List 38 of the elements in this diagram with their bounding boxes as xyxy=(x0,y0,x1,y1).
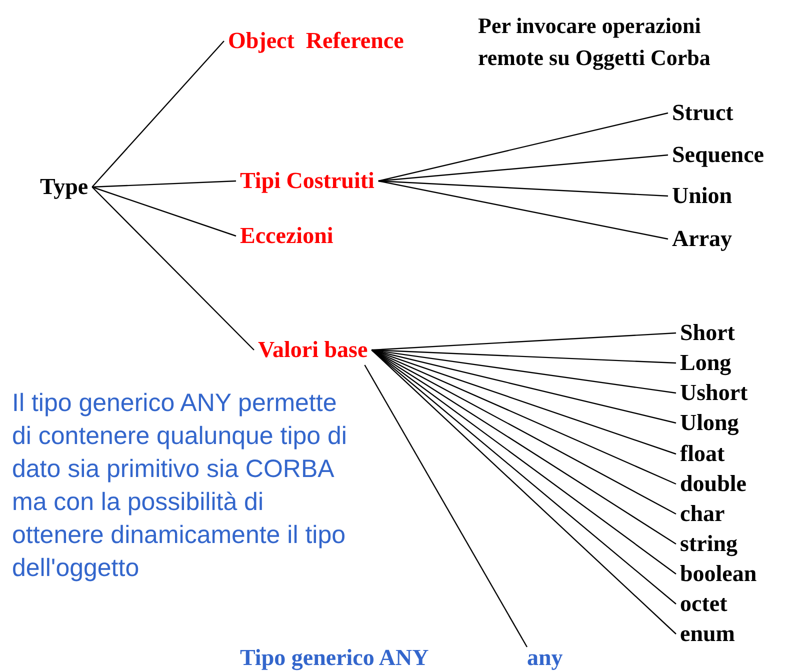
note-text: Per invocare operazioni remote su Oggetti Corba xyxy=(478,12,712,72)
caption-text: Tipo generico ANY xyxy=(240,645,430,671)
type-label: octet xyxy=(680,591,728,617)
type-label: float xyxy=(680,441,725,467)
connector-line xyxy=(372,349,676,364)
type-label: char xyxy=(680,501,725,527)
connector-line xyxy=(92,186,236,237)
connector-line xyxy=(372,332,676,351)
category-label: Tipi Costruiti xyxy=(240,168,374,194)
connector-line xyxy=(378,154,668,182)
connector-line xyxy=(92,186,254,350)
connector-line xyxy=(378,112,668,182)
type-label: Union xyxy=(672,183,732,209)
connector-line xyxy=(372,349,676,394)
category-label: Eccezioni xyxy=(240,223,334,249)
connector-line xyxy=(372,349,676,424)
type-label: Array xyxy=(672,226,732,252)
type-label: enum xyxy=(680,621,735,647)
category-label: Object Reference xyxy=(228,28,404,54)
type-label: boolean xyxy=(680,561,757,587)
type-label: any xyxy=(527,645,563,671)
connector-line xyxy=(378,180,668,240)
type-label: Long xyxy=(680,350,732,376)
connector-line xyxy=(378,180,668,197)
category-label: Valori base xyxy=(258,337,368,363)
connector-line xyxy=(372,349,676,455)
note-text: Il tipo generico ANY permette di contenere qualunque tipo di dato sia primitivo sia CORBA ma con la possibilità di ottenere dinamicamente il tipo dell'oggetto xyxy=(12,388,348,584)
type-label: double xyxy=(680,471,746,497)
connector-line xyxy=(92,40,224,188)
connector-line xyxy=(92,180,236,188)
type-label: Ushort xyxy=(680,380,748,406)
type-label: Short xyxy=(680,320,735,346)
connector-line xyxy=(364,364,528,648)
type-label: string xyxy=(680,531,738,557)
type-label: Struct xyxy=(672,100,734,126)
type-label: Sequence xyxy=(672,142,764,168)
type-label: Ulong xyxy=(680,410,739,436)
root-label: Type xyxy=(40,174,88,200)
